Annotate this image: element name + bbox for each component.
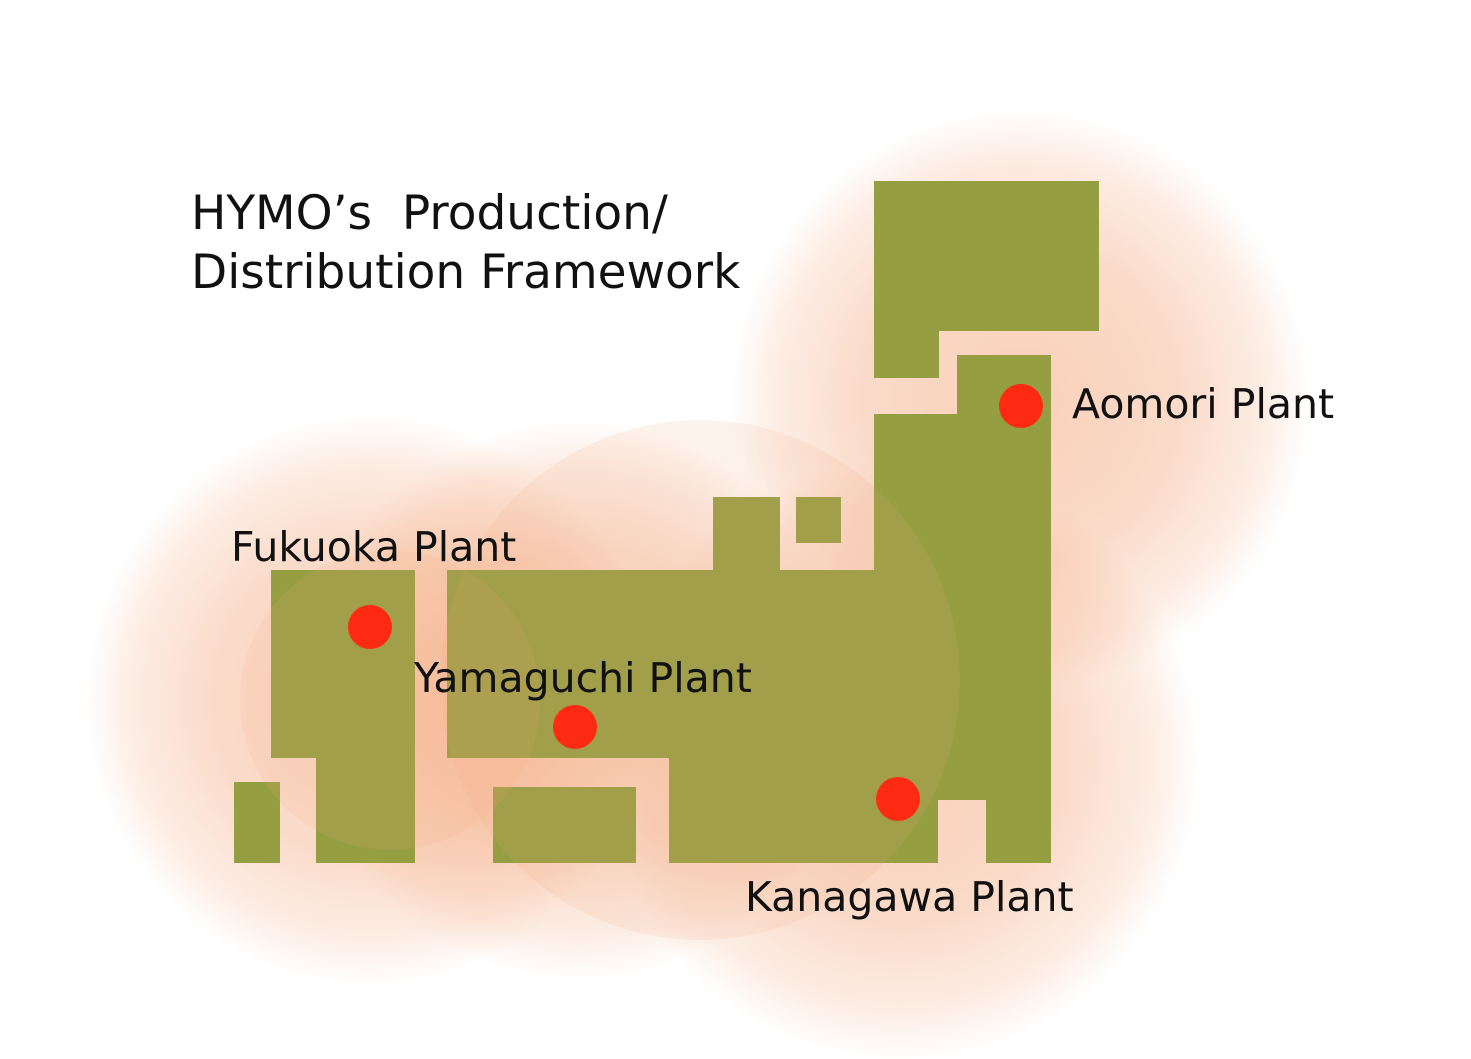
- land-hokkaido: [874, 181, 1099, 331]
- plant-marker-fukuoka[interactable]: [348, 605, 392, 649]
- map-title: HYMO’s Production/ Distribution Framewor…: [191, 184, 740, 302]
- plant-label-kanagawa: Kanagawa Plant: [745, 873, 1074, 921]
- land-honshu-central: [669, 570, 1051, 800]
- land-noto: [713, 497, 780, 571]
- plant-label-fukuoka: Fukuoka Plant: [231, 523, 517, 571]
- land-islet-west: [234, 782, 280, 863]
- map-title-line-2: Distribution Framework: [191, 245, 741, 300]
- plant-marker-aomori[interactable]: [999, 384, 1043, 428]
- land-tint: [240, 420, 960, 940]
- land-boso: [986, 800, 1051, 863]
- land-hokkaido-south: [874, 331, 939, 378]
- plant-markers: [348, 384, 1043, 821]
- land-kyushu-south: [316, 758, 415, 863]
- map-title-line-1: HYMO’s Production/: [191, 186, 668, 241]
- plant-label-yamaguchi: Yamaguchi Plant: [414, 654, 752, 702]
- tint-central: [440, 420, 960, 940]
- tint-west: [240, 550, 540, 850]
- plant-marker-yamaguchi[interactable]: [553, 705, 597, 749]
- land-shikoku: [493, 787, 636, 863]
- land-sado: [796, 497, 841, 543]
- land-blocks: [234, 181, 1099, 863]
- plant-marker-kanagawa[interactable]: [876, 777, 920, 821]
- plant-label-aomori: Aomori Plant: [1072, 380, 1335, 428]
- land-kyushu-north: [271, 570, 415, 758]
